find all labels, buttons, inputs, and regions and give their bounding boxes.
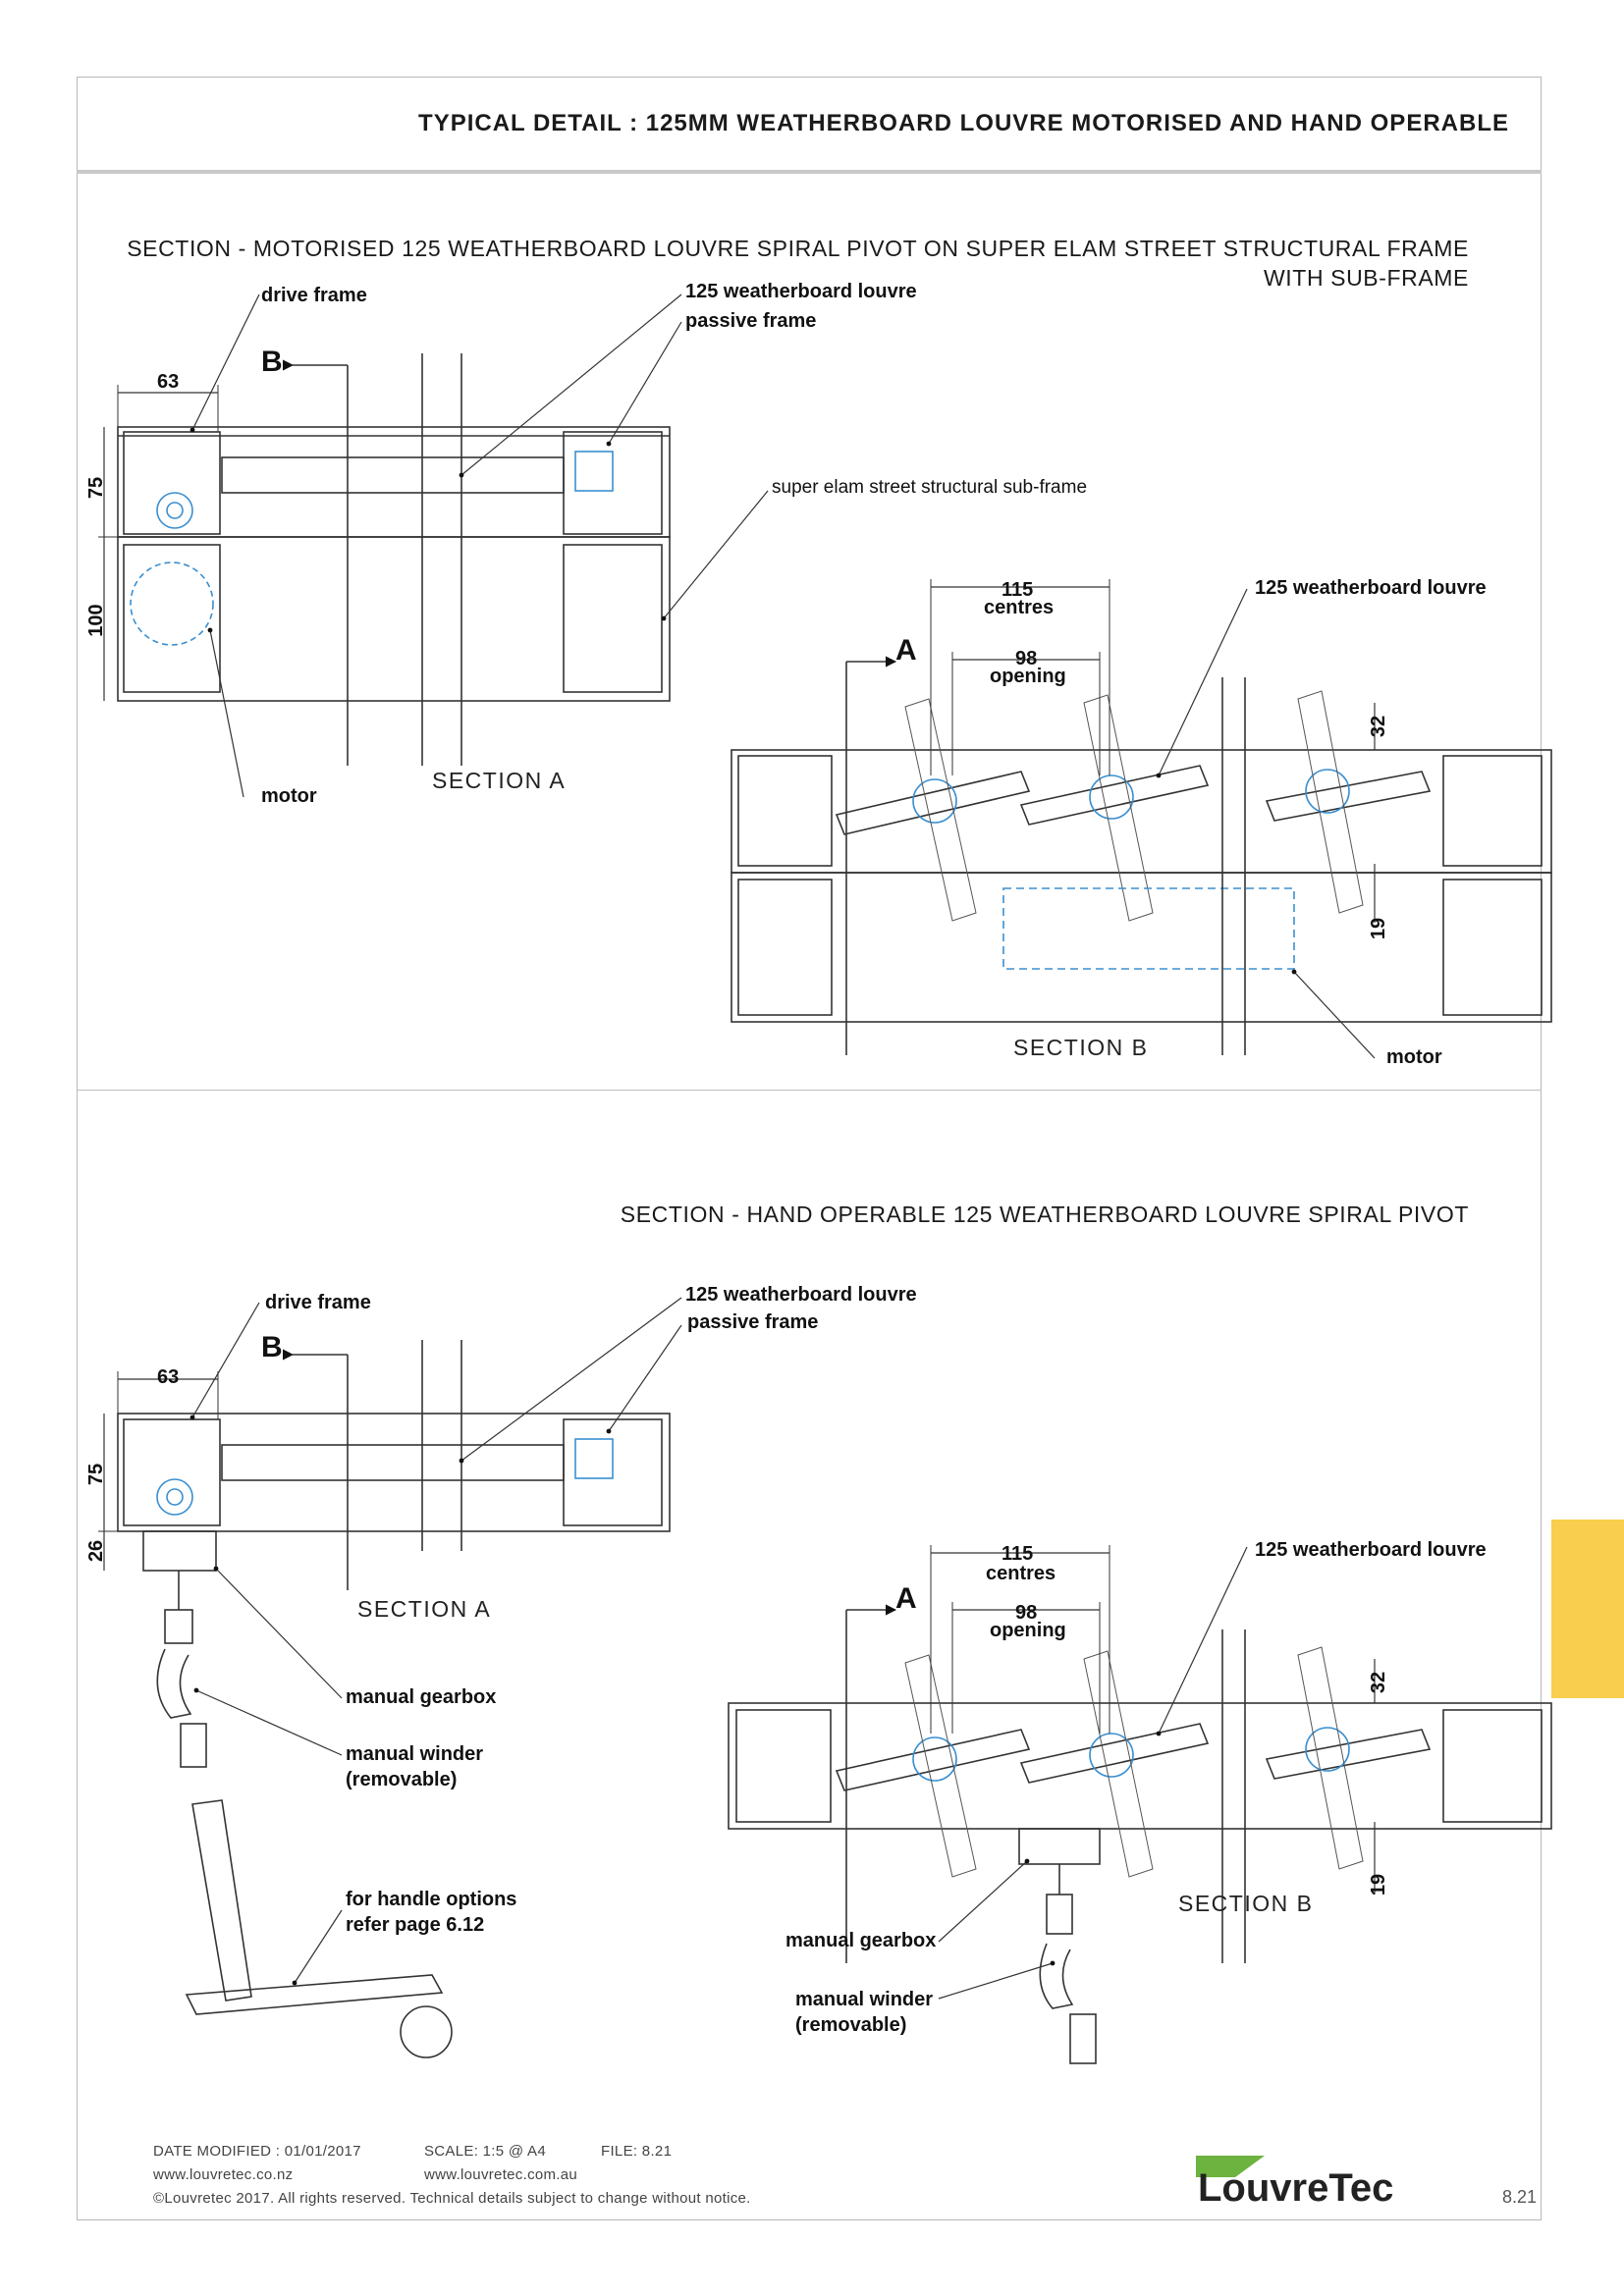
- logo-green-mark: [1196, 2156, 1265, 2177]
- subframe-right-box: [563, 544, 663, 693]
- hand-drive-frame-callout: drive frame: [265, 1292, 371, 1313]
- section-divider: [77, 1090, 1542, 1091]
- motorised-section-a-label: SECTION A: [432, 768, 567, 793]
- motorised-motor-callout: motor: [261, 785, 317, 807]
- hand-passive-frame-callout: passive frame: [687, 1311, 819, 1333]
- hand-a-frame: [117, 1413, 671, 1532]
- page-title: TYPICAL DETAIL : 125MM WEATHERBOARD LOUV…: [418, 110, 1509, 136]
- hand-gearbox-block: [142, 1530, 217, 1572]
- motorised-b-lower-frame: [731, 872, 1552, 1023]
- hand-a-dim-75: 75: [85, 1464, 107, 1485]
- hand-section-b-drawing: [728, 1545, 1552, 2064]
- motorised-drive-frame-callout: drive frame: [261, 285, 367, 306]
- hand-winder-line-1: manual winder: [346, 1743, 484, 1765]
- motorised-a-dim-100: 100: [85, 604, 107, 636]
- hand-b-centres-label: centres: [986, 1563, 1056, 1584]
- hand-winder-callout: manual winder (removable): [346, 1741, 483, 1792]
- motorised-b-louvre-callout: 125 weatherboard louvre: [1255, 577, 1487, 599]
- motorised-b-right-sub: [1442, 879, 1543, 1016]
- hand-b-gearbox-callout: manual gearbox: [785, 1930, 937, 1951]
- logo-wordmark: LouvreTec: [1198, 2166, 1393, 2205]
- motorised-section-marker-b: B: [261, 346, 283, 378]
- motorised-section-marker-a: A: [895, 634, 917, 667]
- motorised-section-title: SECTION - MOTORISED 125 WEATHERBOARD LOU…: [127, 234, 1469, 293]
- motorised-title-line-1: SECTION - MOTORISED 125 WEATHERBOARD LOU…: [127, 236, 1469, 261]
- hand-section-a-drawing: [98, 1297, 682, 2058]
- motorised-section-b-label: SECTION B: [1013, 1035, 1149, 1060]
- hand-b-opening-label: opening: [990, 1620, 1066, 1641]
- hand-louvre-blade-end: [221, 1444, 565, 1481]
- louvre-blade-1: [835, 771, 1031, 835]
- hand-b-right-jamb: [1442, 1709, 1543, 1823]
- hand-b-dim-32: 32: [1368, 1672, 1389, 1693]
- hand-a-dim-26: 26: [85, 1540, 107, 1562]
- motorised-b-opening-label: opening: [990, 666, 1066, 687]
- motorised-b-right-jamb: [1442, 755, 1543, 867]
- footer-website-au[interactable]: www.louvretec.com.au: [424, 2166, 578, 2183]
- hand-b-winder-line-2: (removable): [795, 2014, 907, 2036]
- hand-section-marker-a: A: [895, 1582, 917, 1615]
- page-border: [77, 77, 1542, 2220]
- motorised-b-dim-32: 32: [1368, 716, 1389, 737]
- hand-b-louvre-callout: 125 weatherboard louvre: [1255, 1539, 1487, 1561]
- hand-a-dim-63: 63: [157, 1366, 180, 1388]
- motorised-a-lower-frame: [117, 536, 671, 702]
- motorised-section-b-drawing: [731, 579, 1552, 1059]
- footer-date: DATE MODIFIED : 01/01/2017: [153, 2143, 361, 2160]
- section-tab: [1551, 1520, 1624, 1698]
- hand-b-left-jamb: [735, 1709, 832, 1823]
- motorised-b-centres-value: 115: [1001, 579, 1034, 601]
- hand-louvre-blade-3: [1265, 1729, 1432, 1780]
- hand-handle-line-2: refer page 6.12: [346, 1914, 485, 1936]
- motor-housing-box: [123, 544, 221, 693]
- motorised-b-motor-callout: motor: [1386, 1046, 1442, 1068]
- hand-louvre-callout: 125 weatherboard louvre: [685, 1284, 917, 1306]
- hand-drive-frame-box: [123, 1418, 221, 1526]
- hand-handle-line-1: for handle options: [346, 1889, 517, 1910]
- footer-scale: SCALE: 1:5 @ A4: [424, 2143, 546, 2160]
- motorised-a-upper-frame: [117, 426, 671, 538]
- hand-gearbox-callout: manual gearbox: [346, 1686, 497, 1708]
- hand-section-title: SECTION - HAND OPERABLE 125 WEATHERBOARD…: [620, 1201, 1469, 1227]
- drive-frame-box: [123, 431, 221, 535]
- hand-section-marker-b: B: [261, 1331, 283, 1363]
- motorised-a-dim-63: 63: [157, 371, 180, 393]
- hand-b-winder-line-1: manual winder: [795, 1989, 934, 2010]
- louvre-blade-3: [1265, 771, 1432, 822]
- louvretec-logo: LouvreTec: [1196, 2156, 1393, 2205]
- motorised-a-dim-75: 75: [85, 477, 107, 499]
- motorised-b-centres-label: centres: [984, 597, 1055, 618]
- hand-b-opening-value: 98: [1015, 1602, 1038, 1624]
- footer-file: FILE: 8.21: [601, 2143, 673, 2160]
- hand-b-centres-value: 115: [1001, 1543, 1034, 1565]
- hand-section-b-label: SECTION B: [1178, 1891, 1314, 1916]
- motorised-b-opening-value: 98: [1015, 648, 1038, 669]
- hand-b-gearbox: [1018, 1828, 1101, 1865]
- motorised-louvre-callout: 125 weatherboard louvre: [685, 281, 917, 302]
- motorised-b-left-sub: [737, 879, 833, 1016]
- header-rule: [77, 170, 1542, 174]
- louvre-blade-end: [221, 456, 565, 494]
- motorised-subframe-callout: super elam street structural sub-frame: [772, 477, 1088, 498]
- footer-website-nz[interactable]: www.louvretec.co.nz: [153, 2166, 294, 2183]
- louvre-blade-2: [1019, 765, 1210, 826]
- motorised-title-line-2: WITH SUB-FRAME: [1264, 265, 1469, 291]
- motorised-b-left-jamb: [737, 755, 833, 867]
- hand-b-dim-19: 19: [1368, 1874, 1389, 1896]
- motorised-b-dim-19: 19: [1368, 918, 1389, 939]
- hand-louvre-blade-1: [835, 1729, 1031, 1791]
- hand-louvre-blade-2: [1019, 1723, 1210, 1784]
- hand-b-winder-callout: manual winder (removable): [795, 1987, 933, 2038]
- motorised-passive-frame-callout: passive frame: [685, 310, 817, 332]
- motorised-section-a-drawing: [98, 294, 769, 798]
- hand-b-frame: [728, 1702, 1552, 1830]
- hand-winder-line-2: (removable): [346, 1769, 458, 1790]
- footer-copyright: ©Louvretec 2017. All rights reserved. Te…: [153, 2190, 751, 2207]
- hand-section-a-label: SECTION A: [357, 1596, 492, 1622]
- hand-handle-callout: for handle options refer page 6.12: [346, 1887, 516, 1938]
- page-number: 8.21: [1502, 2187, 1538, 2207]
